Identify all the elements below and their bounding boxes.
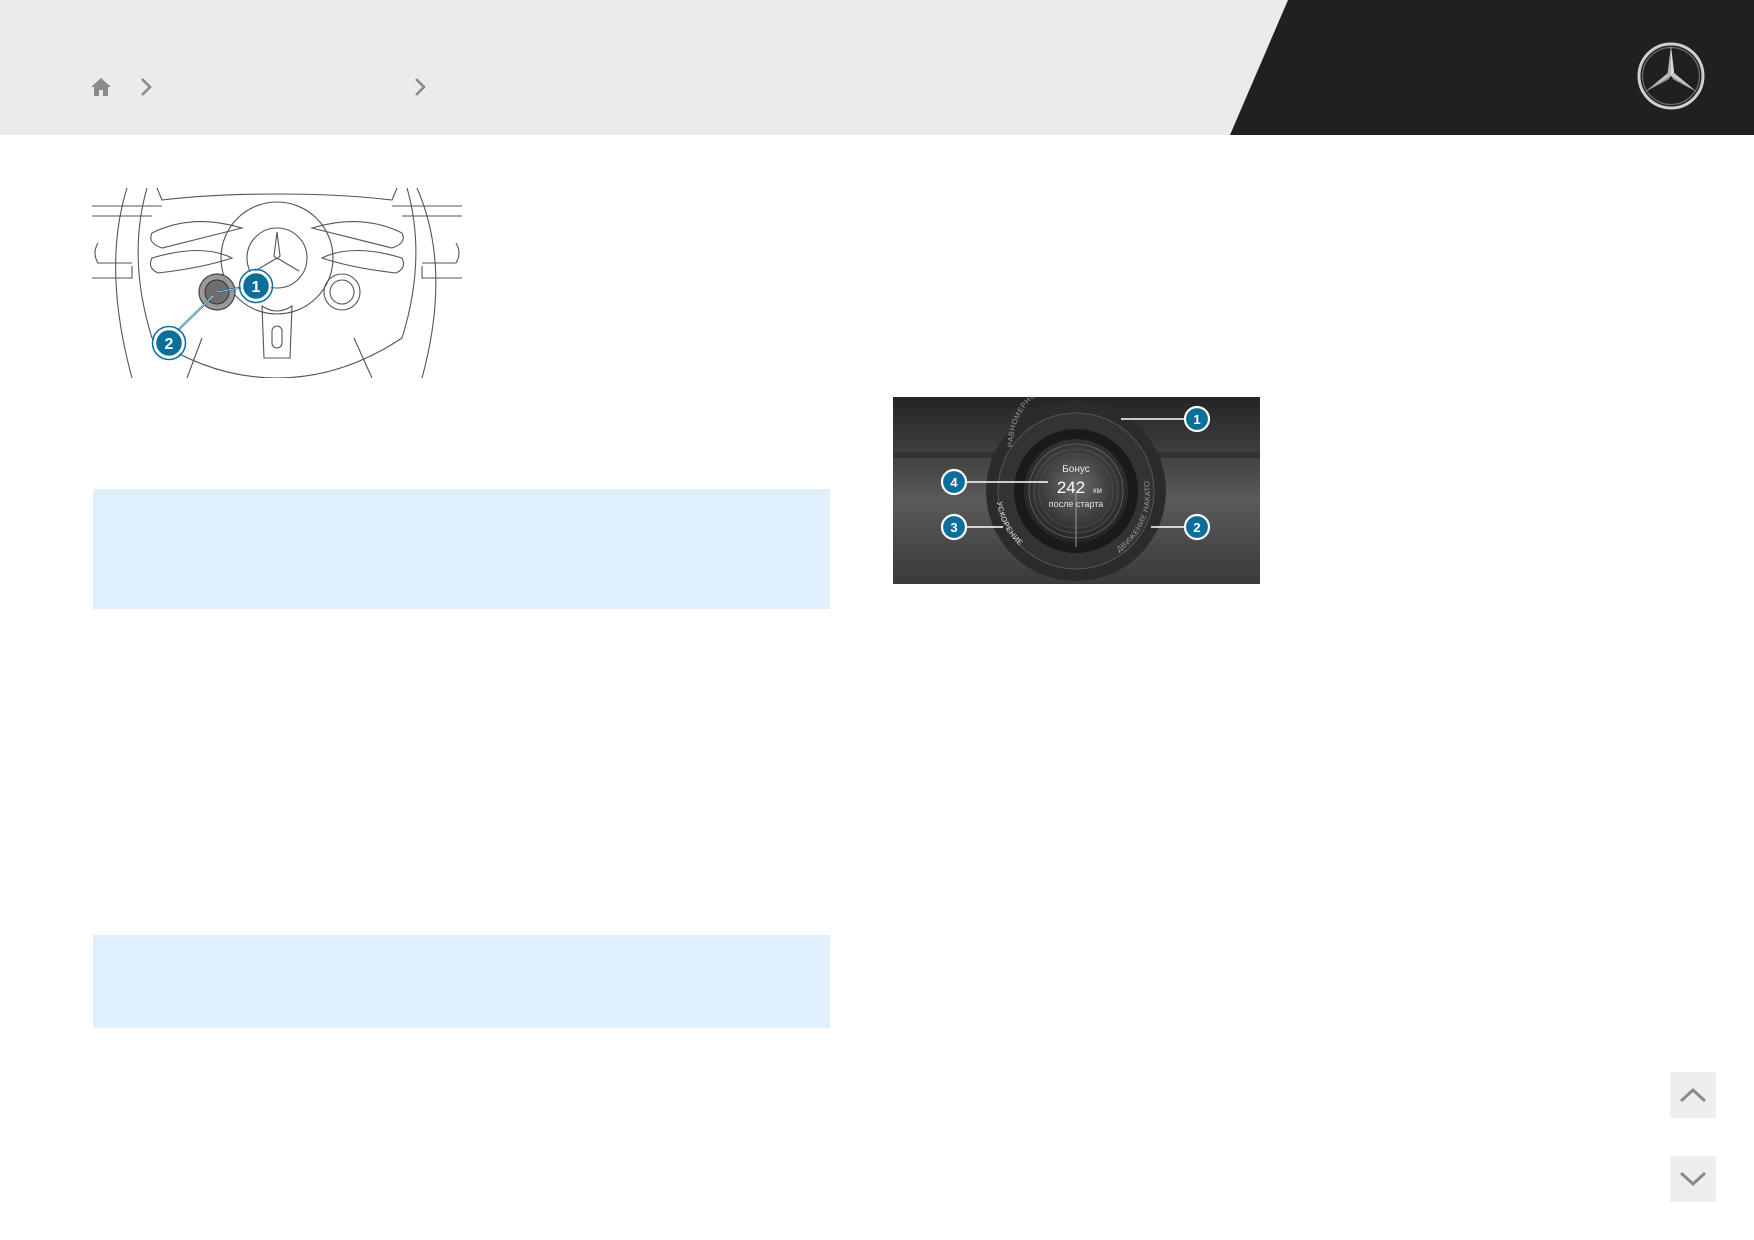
callout-badge-2: 2 [151, 325, 187, 361]
svg-text:1: 1 [252, 279, 261, 296]
callout-badge-1: 1 [238, 268, 274, 304]
cluster-center-unit: км [1093, 486, 1102, 495]
brand-panel [1230, 0, 1754, 135]
cluster-center-title: Бонус [1062, 464, 1090, 475]
chevron-down-icon [1679, 1171, 1707, 1187]
cluster-center-caption: после старта [1049, 499, 1104, 509]
breadcrumb-link[interactable] [154, 76, 394, 98]
breadcrumb [90, 72, 428, 102]
callout-badge-4: 4 [940, 468, 968, 496]
svg-text:2: 2 [1193, 520, 1200, 535]
chevron-up-icon [1679, 1087, 1707, 1103]
scroll-up-button[interactable] [1670, 1072, 1716, 1118]
home-icon[interactable] [90, 76, 112, 98]
page-header [0, 0, 1754, 135]
cluster-display-figure: РАВНОМЕРНОЕ ДВИЖЕНИЕ ДВИЖЕНИЕ НАКАТОМ УС… [893, 397, 1260, 584]
callout-badge-2: 2 [1183, 513, 1211, 541]
cluster-center-value: 242 [1057, 478, 1085, 497]
svg-text:2: 2 [165, 336, 174, 353]
info-box [93, 489, 830, 609]
svg-text:3: 3 [950, 520, 957, 535]
steering-wheel-figure: 1 2 [92, 188, 462, 378]
svg-text:1: 1 [1193, 412, 1200, 427]
callout-badge-1: 1 [1183, 405, 1211, 433]
chevron-right-icon [138, 76, 154, 98]
svg-text:4: 4 [950, 475, 958, 490]
scroll-down-button[interactable] [1670, 1156, 1716, 1202]
callout-badge-3: 3 [940, 513, 968, 541]
mercedes-star-logo [1637, 42, 1705, 110]
chevron-right-icon [412, 76, 428, 98]
info-box [93, 935, 830, 1028]
